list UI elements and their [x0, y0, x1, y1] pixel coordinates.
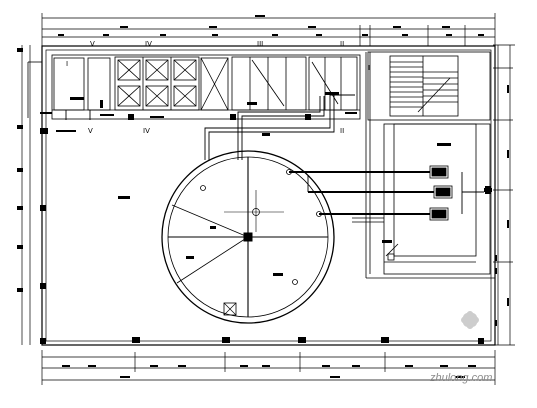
- section-label-iii-top: III: [257, 40, 263, 48]
- wall-columns: [40, 114, 491, 344]
- top-dimension-labels: [58, 15, 484, 36]
- section-label-i-right: I: [368, 64, 370, 72]
- section-label-iv-bottom: IV: [143, 127, 150, 135]
- section-label-i-left: I: [66, 60, 68, 68]
- pump-units: [429, 165, 453, 221]
- left-column-markers: [17, 48, 23, 292]
- section-label-ii-bottom: II: [340, 127, 344, 135]
- tank-tags: [118, 196, 283, 276]
- right-dimension-lines: [493, 44, 515, 346]
- watermark-logo-icon: [461, 311, 479, 329]
- bottom-dimension-labels: [62, 365, 476, 378]
- equipment-row: [27, 54, 361, 120]
- left-dimension-lines: [21, 45, 31, 345]
- pipe-runs: [65, 94, 355, 160]
- section-label-v-top: V: [90, 40, 95, 48]
- section-label-iv-top: IV: [145, 40, 152, 48]
- section-label-v-bottom: V: [88, 127, 93, 135]
- equipment-tags: [56, 92, 339, 136]
- right-room-tags: [382, 143, 492, 243]
- clarifier-tank: [161, 150, 335, 324]
- right-rooms: [352, 52, 495, 279]
- stair-room: [367, 51, 491, 121]
- right-dimension-labels: [495, 85, 509, 326]
- bottom-dimension-lines: [41, 350, 496, 385]
- pump-pipes: [289, 171, 484, 215]
- section-label-group: V IV III II V IV II I I: [66, 40, 370, 135]
- section-label-ii-top: II: [340, 40, 344, 48]
- outer-walls: [41, 45, 496, 346]
- top-dimension-lines: [41, 13, 496, 46]
- watermark-text: zhulong.com: [429, 372, 492, 384]
- section-markers: [40, 112, 357, 118]
- watermark: zhulong.com: [429, 311, 492, 384]
